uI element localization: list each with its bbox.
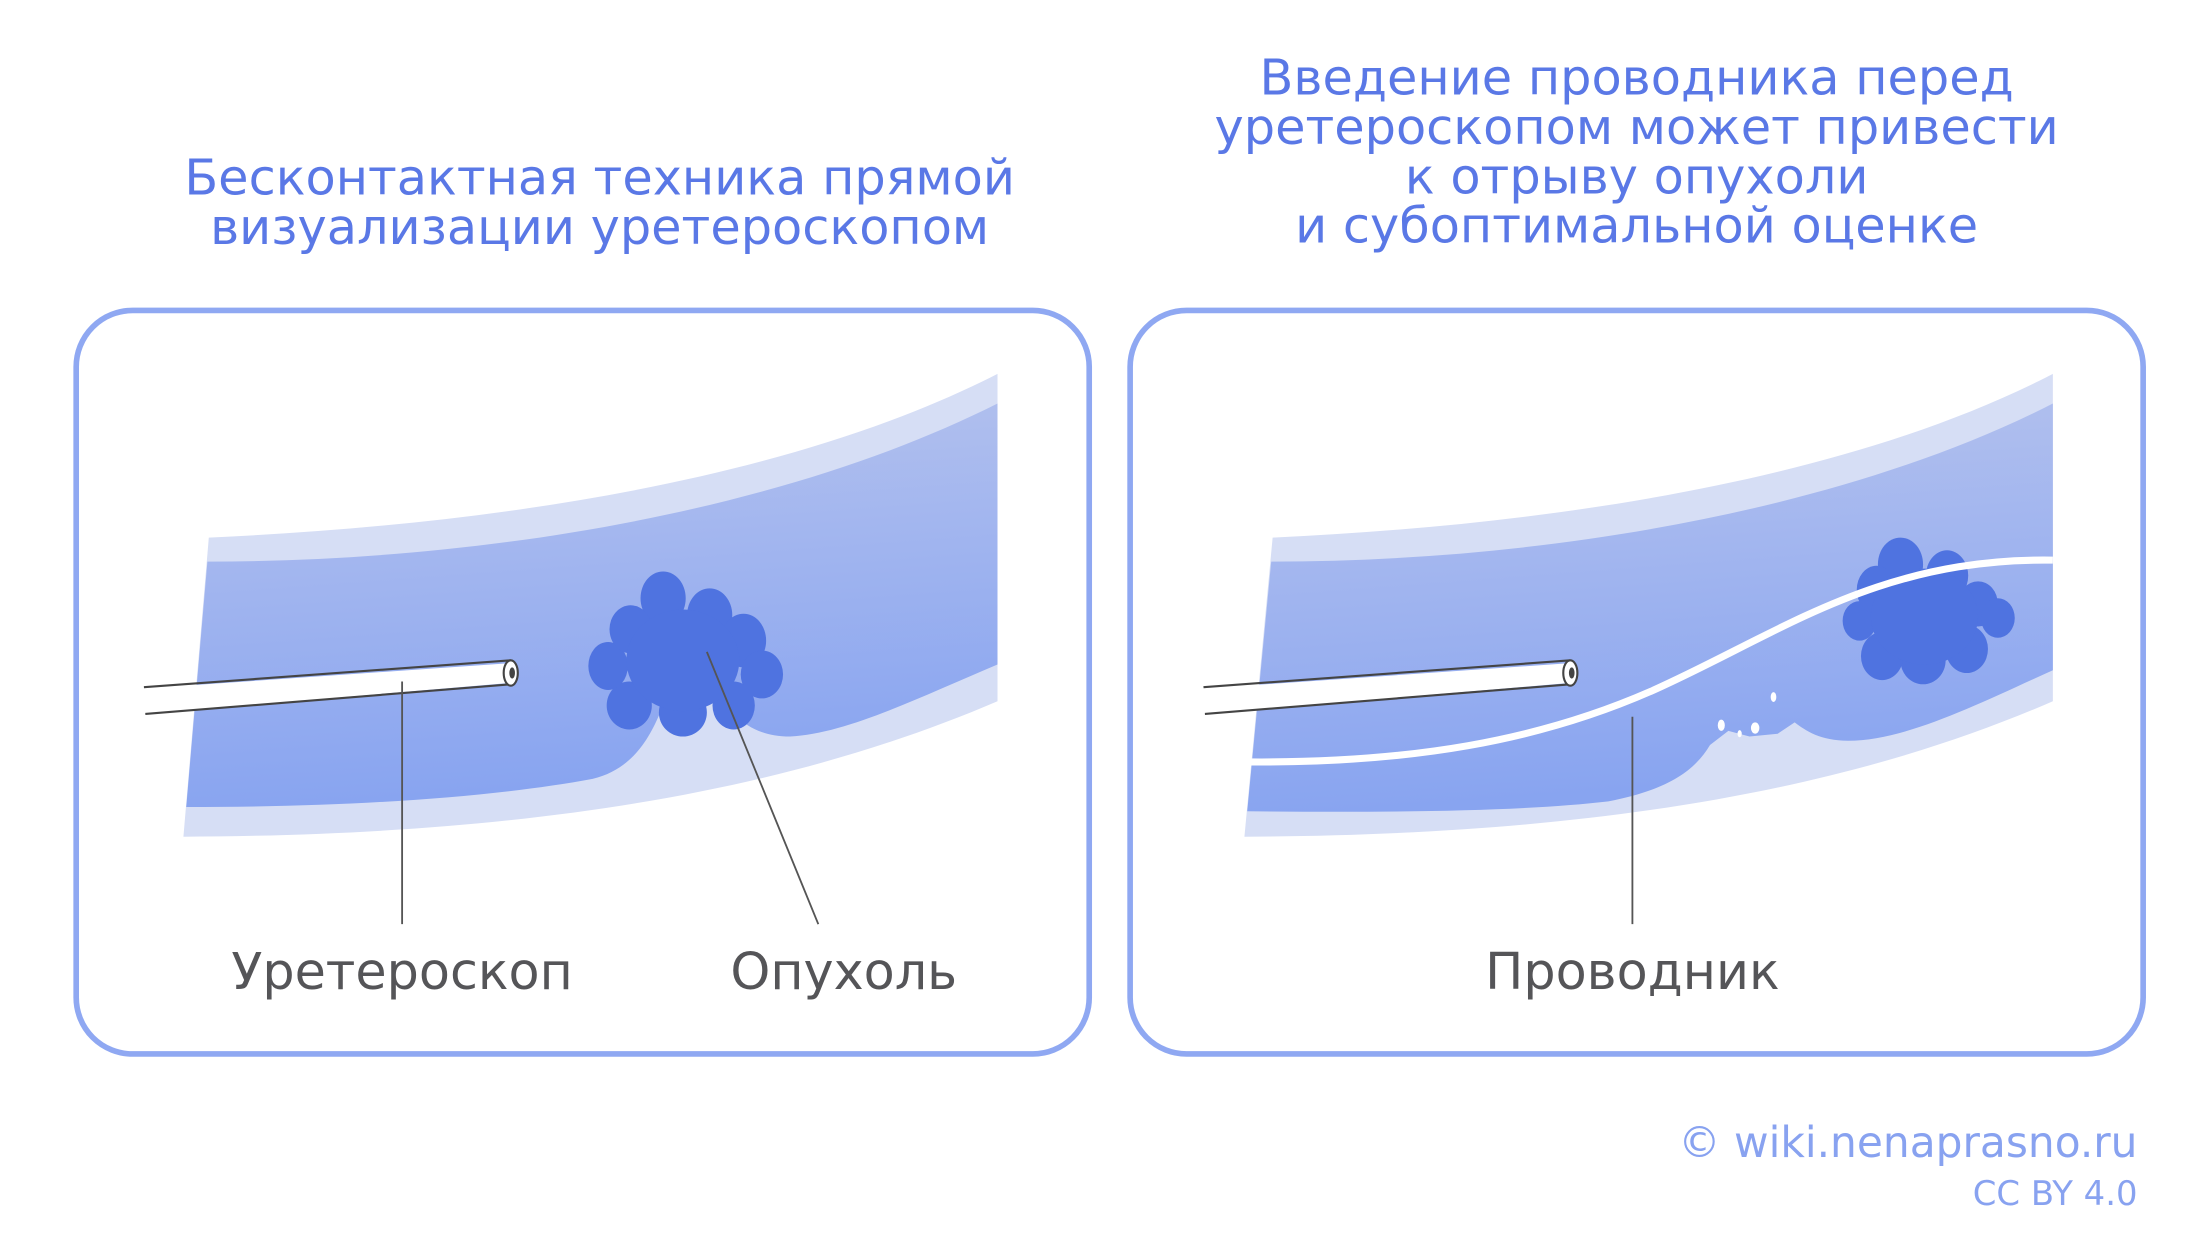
- right-panel: Проводник: [1127, 307, 2146, 1057]
- ureter-lumen: [1247, 403, 2053, 812]
- ureteroscope: [143, 659, 519, 715]
- guidewire-label: Проводник: [1485, 942, 1779, 1001]
- right-title-line-3: к отрыву опухоли: [1405, 147, 1869, 205]
- tumor: [1842, 537, 2015, 685]
- copyright-text: © wiki.nenaprasno.ru: [1678, 1118, 2137, 1167]
- ureteroscope: [1203, 659, 1579, 715]
- left-title-line-2: визуализации уретероскопом: [210, 198, 989, 256]
- ureter-lumen: [186, 403, 998, 808]
- footer: © wiki.nenaprasno.ru CC BY 4.0: [1678, 1118, 2137, 1213]
- guidewire: [1247, 556, 2053, 766]
- right-panel-title: Введение проводника перед уретероскопом …: [1215, 49, 2059, 255]
- right-title-line-1: Введение проводника перед: [1260, 49, 2014, 107]
- left-panel: Уретероскоп Опухоль: [73, 307, 1093, 1057]
- license-text: CC BY 4.0: [1973, 1174, 2138, 1213]
- tumor-label: Опухоль: [730, 942, 957, 1001]
- right-title-line-2: уретероскопом может привести: [1215, 98, 2059, 156]
- left-title-line-1: Бесконтактная техника прямой: [184, 149, 1015, 207]
- left-panel-title: Бесконтактная техника прямой визуализаци…: [184, 149, 1015, 256]
- tumor-leader-line: [706, 651, 820, 925]
- ureteroscope-label: Уретероскоп: [231, 942, 572, 1001]
- right-title-line-4: и субоптимальной оценке: [1295, 197, 1978, 255]
- tumor: [588, 571, 784, 737]
- tumor-fragments: [1717, 692, 1777, 738]
